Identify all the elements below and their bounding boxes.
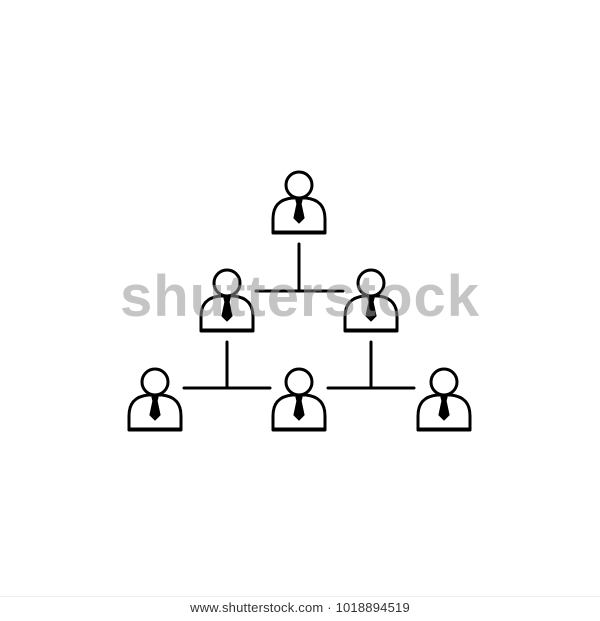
person-icon-middle-left bbox=[199, 268, 255, 333]
person-icon-bottom-right bbox=[416, 367, 472, 432]
person-icon-top bbox=[271, 170, 327, 235]
person-icon-bottom-center bbox=[271, 367, 327, 432]
connector-lines bbox=[182, 242, 416, 390]
person-icon-bottom-left bbox=[127, 367, 183, 432]
footer-text: www.shutterstock.com · 1018894519 bbox=[190, 600, 410, 615]
footer-bar bbox=[0, 596, 600, 621]
person-icon-middle-right bbox=[343, 268, 399, 333]
